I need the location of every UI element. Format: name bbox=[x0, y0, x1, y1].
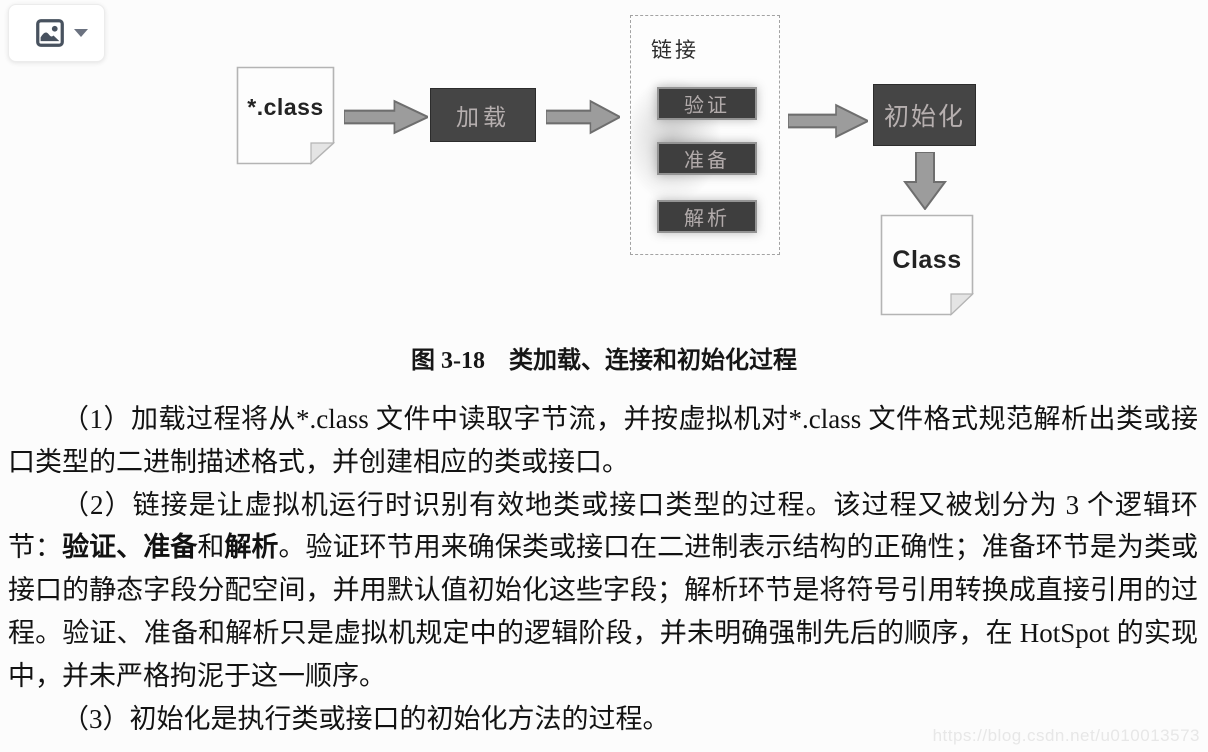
resolve-step-box: 解析 bbox=[657, 200, 757, 233]
class-file-note: *.class bbox=[236, 66, 336, 165]
prepare-step-box: 准备 bbox=[657, 142, 757, 175]
paragraph: （1）加载过程将从*.class 文件中读取字节流，并按虚拟机对*.class … bbox=[8, 404, 1198, 477]
class-file-label: *.class bbox=[247, 94, 324, 120]
link-phase-box: 链接 验证 准备 解析 bbox=[630, 15, 780, 255]
image-icon[interactable] bbox=[35, 18, 65, 48]
verify-step-box: 验证 bbox=[657, 87, 757, 120]
class-loading-diagram: *.class 加载 链接 验证 准备 解析 初始化 Class bbox=[0, 0, 1208, 335]
arrow-right-icon bbox=[546, 99, 620, 135]
class-output-note: Class bbox=[880, 214, 974, 316]
caret-down-icon[interactable] bbox=[74, 29, 88, 37]
arrow-right-icon bbox=[344, 99, 428, 135]
figure-caption: 图 3-18 类加载、连接和初始化过程 bbox=[411, 348, 797, 374]
watermark-url: https://blog.csdn.net/u010013573 bbox=[932, 726, 1200, 745]
arrow-down-icon bbox=[903, 152, 947, 210]
paragraph: （3）初始化是执行类或接口的初始化方法的过程。 bbox=[62, 703, 670, 734]
note-shape bbox=[880, 214, 974, 316]
class-output-label: Class bbox=[892, 246, 962, 274]
arrow-right-icon bbox=[788, 103, 868, 139]
image-viewer-widget[interactable] bbox=[8, 4, 105, 62]
note-shape bbox=[236, 66, 336, 165]
body-paragraphs: （1）加载过程将从*.class 文件中读取字节流，并按虚拟机对*.class … bbox=[8, 398, 1198, 740]
link-title: 链接 bbox=[651, 38, 699, 62]
initialize-box: 初始化 bbox=[873, 84, 976, 146]
paragraph: （2）链接是让虚拟机运行时识别有效地类或接口类型的过程。该过程又被划分为 3 个… bbox=[8, 489, 1199, 691]
load-box: 加载 bbox=[430, 88, 536, 142]
